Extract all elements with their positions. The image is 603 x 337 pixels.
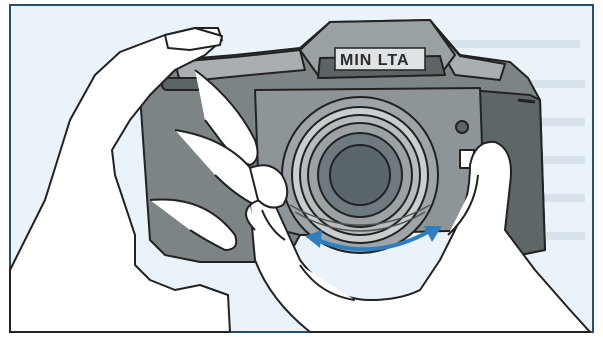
camera-lens <box>282 97 438 253</box>
brand-logo-text: MIN LTA <box>340 52 410 69</box>
brand-badge: MIN LTA <box>335 48 425 70</box>
